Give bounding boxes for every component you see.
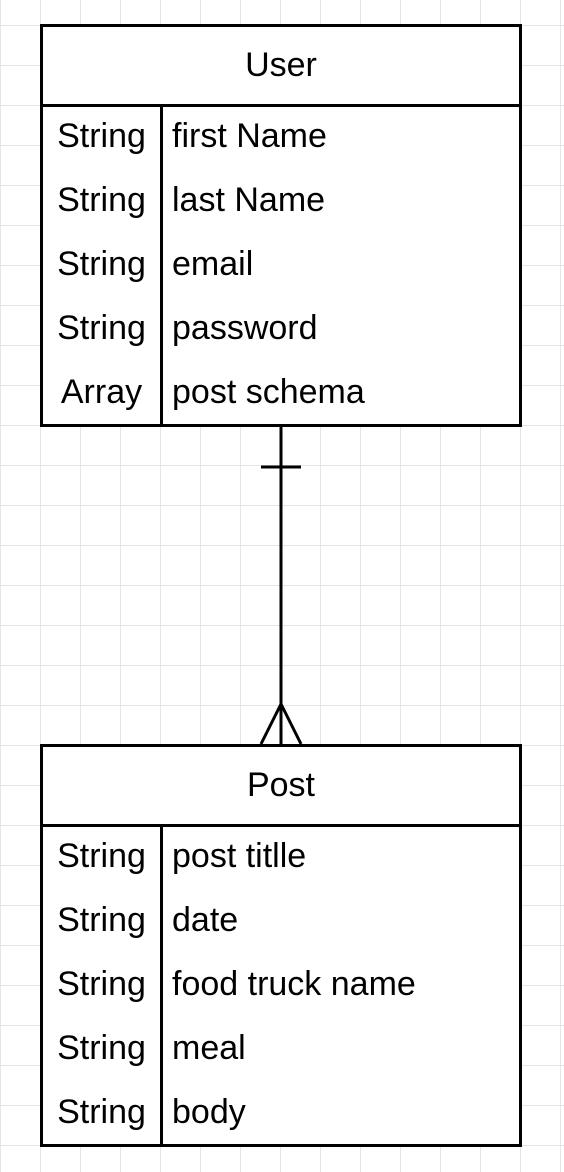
field-type: String (57, 836, 146, 875)
post-field-row[interactable]: String meal (43, 1019, 519, 1083)
field-name: first Name (172, 116, 327, 155)
user-field-row[interactable]: String last Name (43, 171, 519, 235)
user-entity-title: User (43, 27, 519, 107)
user-field-row[interactable]: String password (43, 299, 519, 363)
user-field-row[interactable]: String first Name (43, 107, 519, 171)
field-type: Array (60, 372, 143, 411)
field-name: food truck name (172, 964, 416, 1003)
user-field-row[interactable]: Array post schema (43, 363, 519, 427)
field-name: email (172, 244, 254, 283)
user-entity-fields: String first Name String last Name Strin… (43, 107, 519, 424)
field-name: last Name (172, 180, 326, 219)
field-type: String (57, 900, 146, 939)
post-field-row[interactable]: String post titlle (43, 827, 519, 891)
post-field-row[interactable]: String body (43, 1083, 519, 1147)
post-field-row[interactable]: String food truck name (43, 955, 519, 1019)
field-type: String (57, 1028, 146, 1067)
many-crowfoot-left (259, 703, 283, 745)
field-name: password (172, 308, 318, 347)
post-entity-title: Post (43, 747, 519, 827)
field-type: String (57, 116, 146, 155)
field-name: meal (172, 1028, 246, 1067)
field-type: String (57, 308, 146, 347)
field-type: String (57, 1092, 146, 1131)
field-name: post schema (172, 372, 365, 411)
field-type: String (57, 180, 146, 219)
column-divider (160, 827, 163, 1144)
field-name: date (172, 900, 239, 939)
post-field-row[interactable]: String date (43, 891, 519, 955)
user-entity[interactable]: User String first Name String last Name … (40, 24, 522, 427)
field-type: String (57, 964, 146, 1003)
post-entity[interactable]: Post String post titlle String date Stri… (40, 744, 522, 1147)
field-name: body (172, 1092, 246, 1131)
field-name: post titlle (172, 836, 307, 875)
many-crowfoot-right (279, 703, 303, 745)
field-type: String (57, 244, 146, 283)
post-entity-fields: String post titlle String date String fo… (43, 827, 519, 1144)
user-field-row[interactable]: String email (43, 235, 519, 299)
column-divider (160, 107, 163, 424)
